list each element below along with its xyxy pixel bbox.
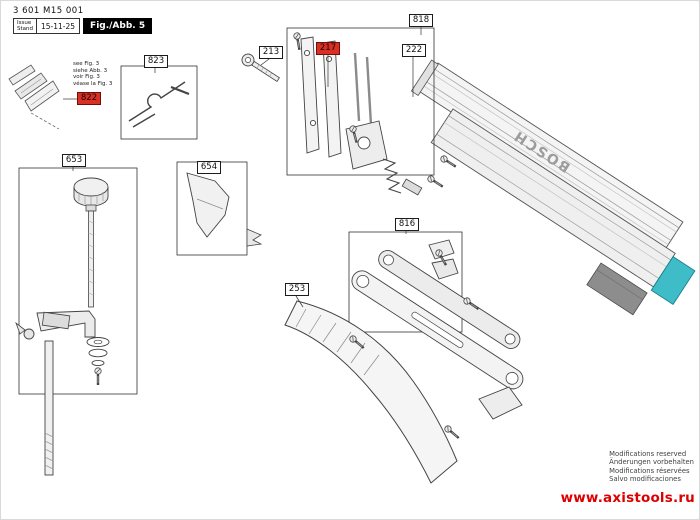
bolt-213 xyxy=(241,53,280,83)
watermark: www.axistools.ru xyxy=(560,490,695,506)
modifications-line: Salvo modificaciones xyxy=(609,475,681,484)
part-callout-654[interactable]: 654 xyxy=(197,161,221,174)
detent-assembly-box-816 xyxy=(348,231,463,333)
part-callout-823[interactable]: 823 xyxy=(144,55,168,68)
handle-lever-253 xyxy=(284,300,462,484)
part-callout-822[interactable]: 822 xyxy=(77,92,101,105)
part-callout-253[interactable]: 253 xyxy=(285,283,309,296)
issue-label-en: Issue xyxy=(17,20,32,26)
spring xyxy=(382,158,402,194)
modifications-line: Modifications réservées xyxy=(609,466,690,475)
part-number: 3 601 M15 001 xyxy=(13,6,84,16)
fence-rail-lower xyxy=(430,108,696,306)
issue-label-de: Stand xyxy=(17,26,33,32)
title-block: 3 601 M15 001 Issue Stand 15-11-25 Fig./… xyxy=(13,6,153,34)
see-fig-line: véase la Fig. 3 xyxy=(73,80,113,87)
leader-lines xyxy=(63,27,422,308)
see-fig-line: siehe Abb. 3 xyxy=(73,67,108,74)
rail-end-cap-teal xyxy=(650,256,696,306)
issue-label: Issue Stand xyxy=(13,18,36,34)
see-fig-line: voir Fig. 3 xyxy=(73,74,100,80)
see-fig-line: see Fig. 3 xyxy=(73,61,100,67)
fence-ref-drawing-822 xyxy=(8,64,60,130)
figure-label: Fig./Abb. 5 xyxy=(83,18,153,34)
fence-rail-upper: BOSCH xyxy=(410,59,684,252)
modifications-line: Änderungen vorbehalten xyxy=(609,458,694,467)
part-callout-222[interactable]: 222 xyxy=(402,44,426,57)
lock-lever-arms xyxy=(351,249,524,420)
bracket-box-654 xyxy=(176,161,263,256)
issue-date: 15-11-25 xyxy=(36,18,81,34)
part-callout-213[interactable]: 213 xyxy=(259,46,283,59)
part-callout-217[interactable]: 217 xyxy=(316,42,340,55)
clamp-assembly-box-818 xyxy=(286,27,435,196)
part-callout-816[interactable]: 816 xyxy=(395,218,419,231)
modifications-line: Modifications reserved xyxy=(609,449,687,458)
wire-clip-box-823 xyxy=(120,65,198,140)
rail-sleeve xyxy=(586,262,648,316)
depth-stop-box-653 xyxy=(15,167,138,476)
part-callout-818[interactable]: 818 xyxy=(409,14,433,27)
part-callout-653[interactable]: 653 xyxy=(62,154,86,167)
